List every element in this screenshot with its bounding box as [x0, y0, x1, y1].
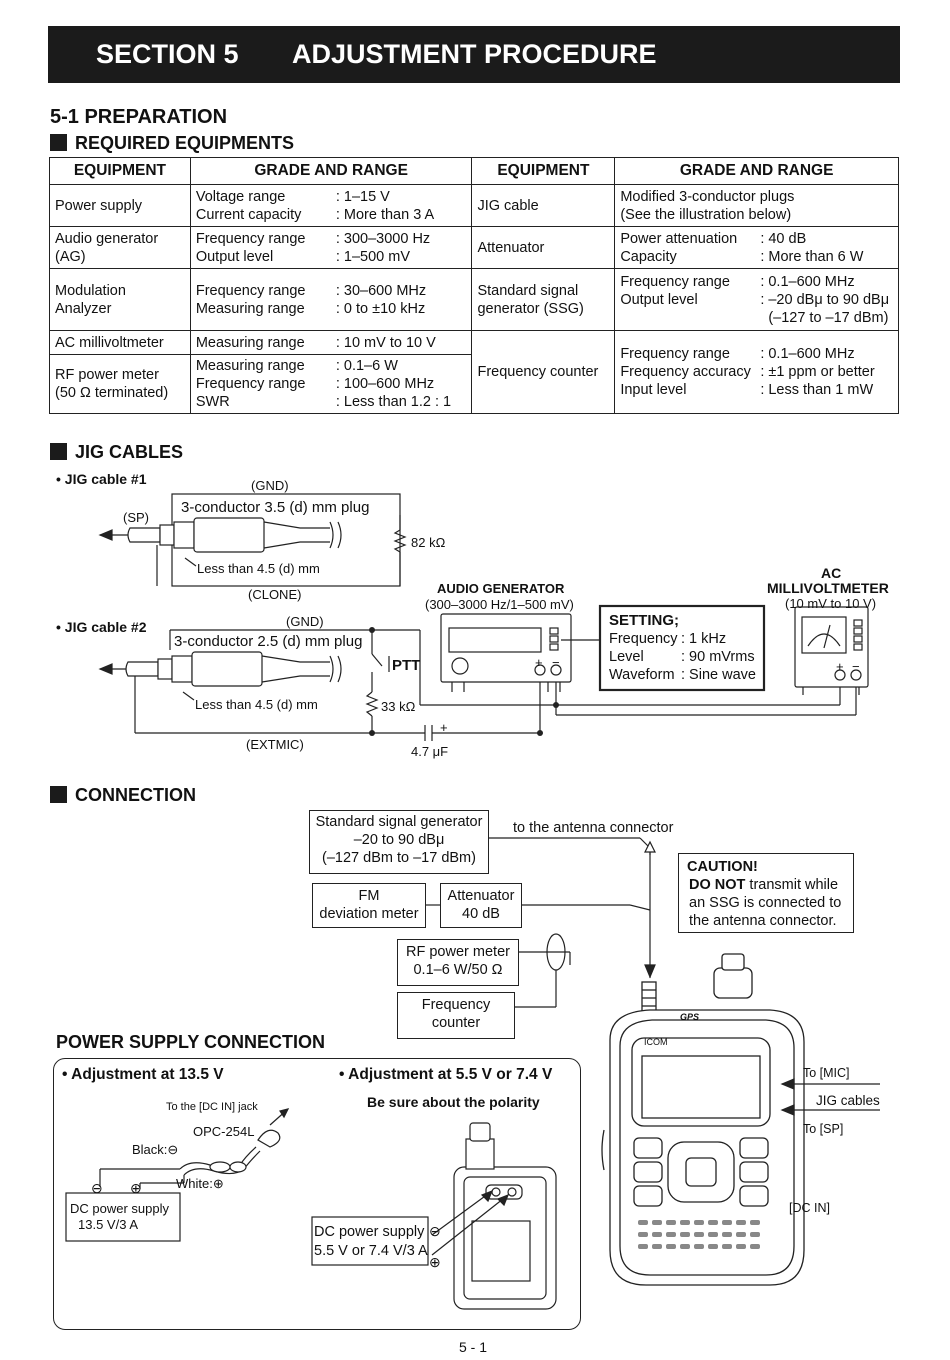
sp-label: (SP): [123, 510, 149, 525]
plug35-label: 3-conductor 3.5 (d) mm plug: [181, 499, 370, 516]
bullet-square-icon: [50, 134, 67, 151]
col-header-grade: GRADE AND RANGE: [189, 157, 473, 185]
less-label-2: Less than 4.5 (d) mm: [195, 697, 318, 712]
dc-in-label: [DC IN]: [789, 1201, 830, 1215]
jig-cable-diagram: [98, 493, 869, 741]
table-cell: Modified 3-conductor plugs(See the illus…: [614, 184, 899, 227]
ac-plus: +: [836, 659, 844, 674]
power-heading: POWER SUPPLY CONNECTION: [56, 1032, 326, 1052]
equipment-table: EQUIPMENT GRADE AND RANGE EQUIPMENT GRAD…: [49, 157, 899, 414]
r82-label: 82 kΩ: [411, 535, 446, 550]
table-cell: Frequency counter: [471, 330, 616, 414]
to-dcin-label: To the [DC IN] jack: [166, 1101, 258, 1113]
table-cell: AC millivoltmeter: [49, 330, 191, 355]
table-cell: RF power meter(50 Ω terminated): [49, 354, 191, 414]
section-banner: SECTION 5 ADJUSTMENT PROCEDURE: [48, 26, 900, 83]
connection-diagram: [425, 837, 656, 1008]
page-number: 5 - 1: [459, 1339, 488, 1355]
cap-plus-label: +: [440, 720, 448, 735]
brand-gps: GPS: [680, 1012, 700, 1022]
connection-heading: CONNECTION: [50, 785, 196, 806]
ssg-box: Standard signal generator–20 to 90 dBμ(–…: [309, 810, 489, 874]
table-cell: JIG cable: [471, 184, 616, 227]
required-heading: REQUIRED EQUIPMENTS: [50, 133, 294, 154]
gnd-label: (GND): [251, 478, 289, 493]
bullet-square-icon: [50, 443, 67, 460]
section-title: ADJUSTMENT PROCEDURE: [292, 39, 657, 69]
col-header-equipment-2: EQUIPMENT: [471, 157, 616, 185]
setting-box: SETTING; Frequency: 1 kHz Level: 90 mVrm…: [609, 612, 756, 683]
to-antenna-label: to the antenna connector: [513, 820, 674, 836]
power-panel: [53, 1058, 581, 1330]
caution-box: CAUTION! DO NOT transmit while an SSG is…: [678, 853, 854, 933]
clone-label: (CLONE): [248, 587, 302, 602]
ag-minus: −: [552, 655, 560, 670]
ag-title: AUDIO GENERATOR: [437, 581, 565, 596]
ag-range: (300–3000 Hz/1–500 mV): [425, 597, 574, 612]
minus-sym-2: ⊖: [429, 1223, 441, 1239]
plus-sym-1: ⊕: [130, 1180, 142, 1196]
adj-5-5: • Adjustment at 5.5 V or 7.4 V: [339, 1066, 553, 1083]
cap-label: 4.7 μF: [411, 744, 449, 759]
polarity-note: Be sure about the polarity: [367, 1094, 540, 1110]
power-diagram: [65, 1108, 557, 1310]
ac-range: (10 mV to 10 V): [785, 596, 877, 611]
r33-label: 33 kΩ: [381, 699, 416, 714]
ac-title-1: AC: [821, 565, 842, 581]
jig-cable-1-label: • JIG cable #1: [56, 471, 147, 487]
radio-illustration: [601, 953, 880, 1286]
jig-heading: JIG CABLES: [50, 442, 183, 463]
ac-minus: −: [852, 659, 860, 674]
ag-plus: +: [535, 655, 543, 670]
to-mic-label: To [MIC]: [803, 1066, 850, 1080]
bullet-square-icon: [50, 786, 67, 803]
jig-cables-label: JIG cables: [816, 1093, 880, 1108]
plug25-label: 3-conductor 2.5 (d) mm plug: [174, 633, 363, 650]
table-cell: Audio generator(AG): [49, 226, 191, 269]
extmic-label: (EXTMIC): [246, 737, 304, 752]
less-label-1: Less than 4.5 (d) mm: [197, 561, 320, 576]
plus-sym-2: ⊕: [429, 1254, 441, 1270]
jig-cable-2-label: • JIG cable #2: [56, 619, 147, 635]
ptt-label: PTT: [392, 657, 421, 674]
brand-icom: ICOM: [644, 1037, 668, 1047]
table-cell: Power supply: [49, 184, 191, 227]
table-cell: Measuring range: 10 mV to 10 V: [189, 330, 473, 355]
preparation-heading: 5-1 PREPARATION: [50, 106, 228, 128]
section-number: SECTION 5: [96, 39, 239, 69]
adj-13-5: • Adjustment at 13.5 V: [62, 1066, 224, 1083]
minus-sym-1: ⊖: [91, 1180, 103, 1196]
opc-label: OPC-254L: [193, 1124, 255, 1139]
to-sp-label: To [SP]: [803, 1122, 844, 1136]
black-label: Black:⊖: [132, 1142, 179, 1157]
gnd-label-2: (GND): [286, 614, 324, 629]
white-label: White:⊕: [176, 1176, 224, 1191]
col-header-grade-2: GRADE AND RANGE: [614, 157, 899, 185]
ac-title-2: MILLIVOLTMETER: [767, 580, 889, 596]
col-header-equipment: EQUIPMENT: [49, 157, 191, 185]
table-cell: Attenuator: [471, 226, 616, 269]
